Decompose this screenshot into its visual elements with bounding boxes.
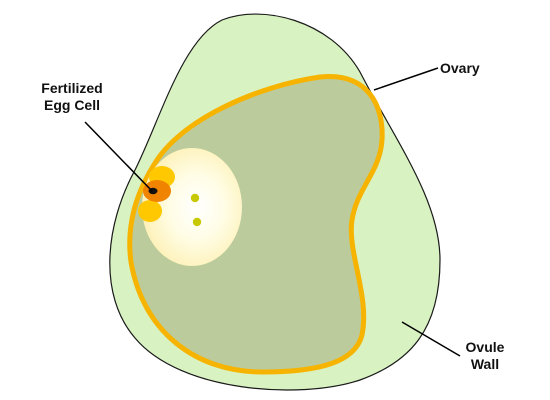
fertilized-egg-cell <box>143 180 171 202</box>
polar-nucleus-bottom <box>192 217 202 227</box>
ovule-wall-label: Ovule Wall <box>455 339 515 373</box>
fertilized-egg-cell-label: Fertilized Egg Cell <box>18 80 126 114</box>
egg-cell-leader-line <box>84 121 153 192</box>
ovule-wall-label-line1: Ovule <box>465 339 505 355</box>
ovule-wall-leader-line <box>401 321 461 357</box>
fertilized-egg-cell-label-line2: Egg Cell <box>43 97 100 113</box>
ovary-label: Ovary <box>440 60 480 76</box>
polar-nucleus-top <box>190 193 200 203</box>
ovule-wall-label-line2: Wall <box>470 356 500 372</box>
synergid-cell-bottom <box>138 200 162 222</box>
polar-nuclei <box>190 193 202 227</box>
fertilized-egg-cell-label-line1: Fertilized <box>41 80 103 96</box>
ovary-leader-line <box>373 67 439 91</box>
